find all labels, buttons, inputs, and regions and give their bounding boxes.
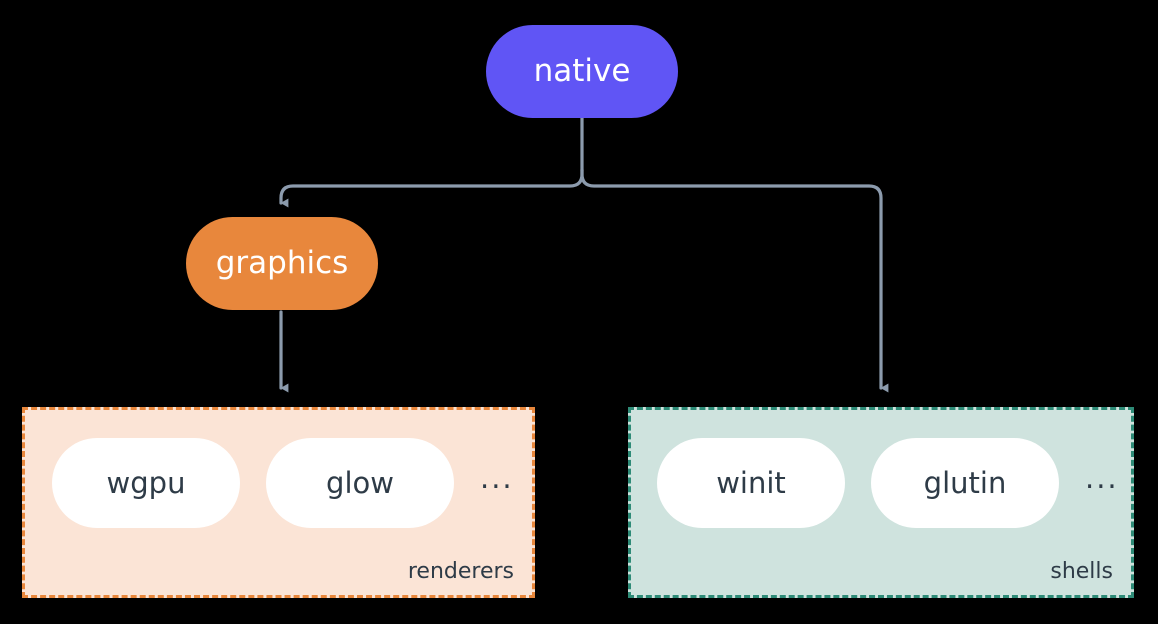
leaf-winit-label: winit [716,466,786,500]
leaf-wgpu[interactable]: wgpu [52,438,240,528]
group-renderers: wgpu glow ... renderers [22,407,535,598]
group-shells-items: winit glutin ... [631,438,1119,528]
node-native-label: native [533,53,631,89]
group-renderers-caption: renderers [407,559,514,584]
shells-overflow-ellipsis: ... [1085,460,1119,495]
leaf-winit[interactable]: winit [657,438,845,528]
group-shells: winit glutin ... shells [628,407,1134,598]
leaf-glow[interactable]: glow [266,438,454,528]
node-graphics[interactable]: graphics [186,217,378,310]
leaf-glutin[interactable]: glutin [871,438,1059,528]
leaf-glutin-label: glutin [923,466,1007,500]
renderers-overflow-ellipsis: ... [480,460,514,495]
node-native[interactable]: native [486,25,678,118]
edge-native-to-graphics [279,168,584,208]
leaf-wgpu-label: wgpu [106,466,186,500]
group-shells-caption: shells [1050,559,1113,584]
node-graphics-label: graphics [215,245,349,281]
leaf-glow-label: glow [326,466,394,500]
group-renderers-items: wgpu glow ... [25,438,514,528]
edge-native-to-shells [580,168,889,393]
